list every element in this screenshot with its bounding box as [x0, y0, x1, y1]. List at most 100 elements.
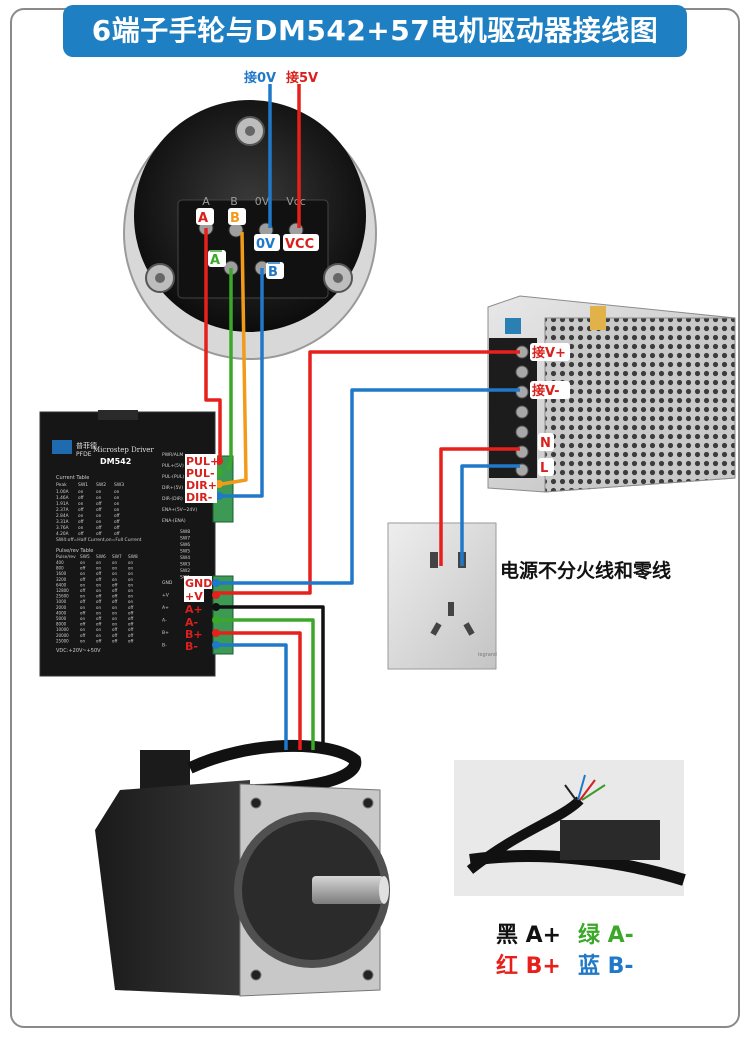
current-table-cell: 1.00A [56, 489, 69, 495]
wire-b [221, 231, 248, 486]
current-table-cell: off [78, 531, 85, 537]
printed-power-label: +V [162, 593, 170, 599]
pulse-table-cell: on [96, 627, 101, 632]
tag-ps-n: N [540, 436, 551, 451]
pulse-table-title: Pulse/rev Table [56, 548, 93, 554]
pulse-table-cell: 12800 [56, 588, 69, 593]
pulse-table-cell: on [112, 571, 117, 576]
tag-0v: 0V [256, 237, 275, 252]
page-title: 6端子手轮与DM542+57电机驱动器接线图 [63, 5, 687, 57]
pulse-table-cell: on [128, 560, 133, 565]
printed-terminal-0v: 0V [255, 195, 270, 208]
current-table-header: SW3 [114, 482, 124, 488]
outlet-note: 电源不分火线和零线 [500, 560, 672, 582]
current-table-cell: on [114, 496, 120, 501]
current-table-cell: off [114, 519, 121, 525]
handwheel-terminal-tags: A B 0V VCC A B [196, 208, 319, 280]
tag-ps-l: L [540, 461, 548, 476]
pulse-table-cell: off [96, 638, 101, 643]
pulse-table-cell: on [112, 616, 117, 621]
pulse-table-cell: off [112, 599, 117, 604]
pulse-table-cell: off [112, 594, 117, 599]
wire-b-plus [216, 631, 302, 750]
pulse-table-cell: off [80, 577, 85, 582]
pulse-table-cell: on [96, 610, 101, 615]
pulse-table-cell: on [80, 560, 85, 565]
current-table-cell: on [96, 490, 102, 495]
printed-signal-label: ENA-(ENA) [162, 518, 186, 524]
current-table-cell: off [78, 507, 85, 513]
pulse-table-header: SW8 [128, 554, 138, 560]
current-table-cell: off [114, 531, 121, 537]
handwheel-label-5v: 接5V [286, 70, 318, 86]
pulse-table-cell: on [80, 571, 85, 576]
pulse-table-cell: on [128, 566, 133, 571]
pulse-table-cell: on [128, 577, 133, 582]
pulse-table-cell: 5000 [56, 616, 67, 621]
printed-signal-label: ENA+(5V~24V) [162, 507, 197, 513]
pulse-table-cell: on [80, 605, 85, 610]
pulse-table-cell: off [80, 622, 85, 627]
sw4-note: SW4:off=Half Current,on=Full Current [56, 537, 142, 543]
current-table-cell: 2.37A [56, 507, 69, 513]
pulse-table-cell: off [128, 605, 133, 610]
pulse-table-cell: off [80, 588, 85, 593]
wire-a-bar [226, 268, 233, 471]
current-table-header: SW2 [96, 482, 106, 488]
current-table-cell: off [96, 507, 103, 513]
current-table-cell: on [78, 502, 84, 507]
switch-label: SW3 [180, 562, 190, 568]
pulse-table-cell: on [80, 627, 85, 632]
pulse-table-cell: off [96, 616, 101, 621]
printed-signal-label: PWR/ALM [162, 452, 183, 458]
pulse-table-cell: 20000 [56, 633, 69, 638]
current-table-cell: off [96, 525, 103, 531]
pulse-table-header: Pulse/rev [56, 554, 76, 560]
pulse-table-cell: off [128, 638, 133, 643]
printed-signal-label: PUL+(5V) [162, 463, 184, 469]
driver-brand: PFDE [76, 451, 92, 458]
tag-b-minus: B- [185, 640, 198, 653]
handwheel: A B 0V Vcc [123, 100, 377, 360]
tag-a: A [198, 211, 208, 226]
current-table-cell: 1.91A [56, 501, 69, 507]
pulse-table-cell: off [80, 566, 85, 571]
wire-a-plus [216, 605, 325, 750]
pulse-table-cell: on [112, 566, 117, 571]
pulse-table-header: SW7 [112, 554, 122, 560]
pulse-table-cell: on [128, 571, 133, 576]
pulse-table-header: SW6 [96, 554, 106, 560]
pulse-table-cell: 1000 [56, 599, 67, 604]
stepper-driver: 普菲德 PFDE Microstep Driver DM542 Current … [39, 410, 234, 677]
pulse-table-cell: 8000 [56, 622, 67, 627]
pulse-table-cell: off [112, 582, 117, 587]
current-table-cell: 4.20A [56, 531, 69, 537]
pulse-table-cell: 4000 [56, 610, 67, 615]
current-table-cell: on [96, 520, 102, 525]
pulse-table-cell: off [128, 610, 133, 615]
pulse-table-cell: on [96, 633, 101, 638]
power-supply [487, 295, 736, 493]
switch-label: SW8 [180, 529, 190, 535]
driver-signal-tags: PUL+ PUL- DIR+ DIR- [185, 454, 219, 504]
current-table-cell: off [114, 525, 121, 531]
pulse-table-header: SW5 [80, 554, 90, 560]
current-table-cell: on [114, 502, 120, 507]
printed-power-label: B- [162, 643, 167, 649]
wire-n [439, 447, 520, 566]
printed-terminal-a: A [202, 195, 210, 208]
pulse-table-cell: off [128, 627, 133, 632]
pulse-table-cell: on [112, 610, 117, 615]
tag-ps-v-plus: 接V+ [532, 345, 566, 361]
pulse-table-cell: off [128, 622, 133, 627]
current-table-cell: on [96, 496, 102, 501]
switch-label: SW4 [180, 555, 190, 561]
pulse-table-cell: 2000 [56, 605, 67, 610]
current-table-cell: on [78, 490, 84, 495]
tag-gnd: GND [185, 577, 212, 590]
power-supply-tags: 接V+ 接V- N L [530, 343, 570, 476]
pulse-table-cell: off [112, 638, 117, 643]
legend-black: 黑 A+ [496, 923, 562, 948]
pulse-table-cell: 400 [56, 560, 64, 565]
driver-subtitle: Microstep Driver [93, 446, 154, 454]
